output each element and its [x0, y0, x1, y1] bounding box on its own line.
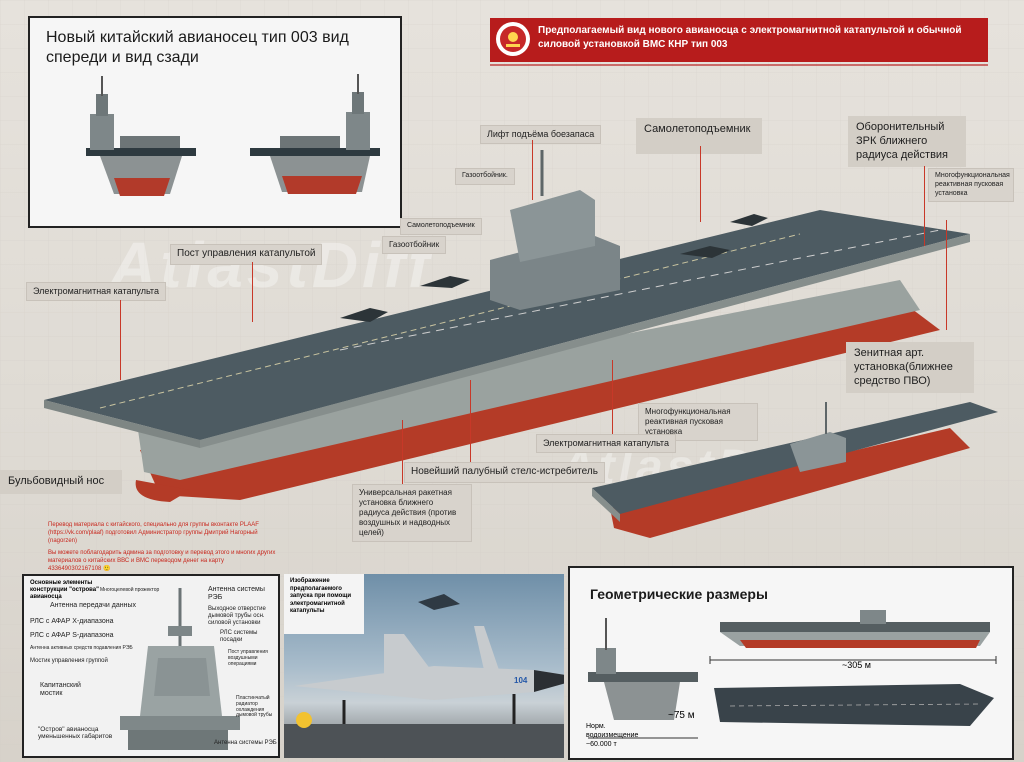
label-catapult-control: Пост управления катапультой [170, 244, 323, 265]
credits-line-1: Перевод материала с китайского, специаль… [48, 522, 259, 528]
island-panel: Основные элементы конструкции "острова" … [22, 574, 280, 758]
island-label-jamming-antenna: Антенна активных средств подавления РЭБ [30, 645, 133, 651]
title-banner: Предполагаемый вид нового авианосца с эл… [490, 18, 988, 62]
label-em-catapult: Электромагнитная катапульта [26, 282, 166, 302]
main-carrier-illustration [44, 150, 970, 502]
leader-line [252, 262, 253, 322]
leader-line [700, 146, 701, 222]
label-bulbous-bow: Бульбовидный нос [0, 470, 122, 494]
island-label-ew-antenna-bottom: Антенна системы РЭБ [214, 740, 277, 746]
island-illustration [120, 588, 240, 750]
navy-emblem-icon [496, 22, 530, 56]
island-label-searchlight: Многоцелевой прожектор [100, 587, 160, 593]
island-panel-title: Основные элементы конструкции "острова" … [30, 580, 99, 601]
island-label-landing-radar: РЛС системы посадки [220, 630, 258, 643]
geometry-title: Геометрические размеры [590, 586, 768, 602]
credits-line-6: 4336490302167108 🙂 [48, 566, 111, 572]
geometry-displacement: Норм. водоизмещение ~60.000 т [586, 723, 639, 749]
label-em-catapult-mid: Электромагнитная катапульта [536, 434, 676, 454]
label-multi-launcher-right: Многофункциональная реактивная пусковая … [928, 168, 1014, 203]
island-label-flag-bridge: Мостик управления группой [30, 658, 108, 664]
island-label-x-band-radar: РЛС с АФАР X-диапазона [30, 618, 114, 625]
front-rear-view-title: Новый китайский авианосец тип 003 вид сп… [46, 29, 349, 66]
island-label-captain-bridge: Капитанский мостик [40, 682, 81, 698]
label-ammo-lift: Лифт подъёма боезапаса [480, 125, 602, 145]
second-carrier-illustration [592, 402, 998, 538]
fighter-tail-number: 104 [514, 676, 528, 685]
island-label-funnel-outlet: Выходное отверстие дымовой трубы осн. си… [208, 606, 266, 626]
island-label-datalink-antenna: Антенна передачи данных [50, 602, 137, 609]
credits-line-2: (https://vk.com/plaaf) подготовил Админи… [48, 530, 258, 536]
leader-line [402, 420, 403, 484]
geometry-length: ~305 м [842, 660, 871, 670]
label-deflector-2: Газоотбойник [382, 236, 447, 254]
label-universal-launcher: Универсальная ракетная установка ближнег… [352, 484, 472, 542]
label-aa-gun: Зенитная арт. установка(ближнее средство… [846, 342, 974, 394]
label-stealth-fighter: Новейший палубный стелс-истребитель [404, 462, 605, 483]
leader-line [470, 380, 471, 462]
leader-line [946, 220, 947, 330]
launch-panel: Изображение предполагаемого запуска при … [284, 574, 564, 758]
credits-line-5: материалов о китайских ВВС и ВМС перевод… [48, 558, 224, 564]
launch-caption: Изображение предполагаемого запуска при … [290, 578, 352, 614]
island-label-air-ops-post: Пост управления воздушными операциями [228, 649, 268, 667]
banner-title: Предполагаемый вид нового авианосца с эл… [538, 25, 962, 50]
banner-underline [490, 64, 988, 66]
leader-line [532, 140, 533, 200]
leader-line [120, 300, 121, 380]
island-label-reduced-island: "Остров" авианосца уменьшенных габаритов [38, 726, 113, 741]
front-rear-view-panel: Новый китайский авианосец тип 003 вид сп… [28, 16, 402, 228]
label-aircraft-lift-small: Самолетоподъемник [400, 218, 482, 235]
leader-line [612, 360, 613, 434]
label-ciws: Оборонительный ЗРК ближнего радиуса дейс… [848, 116, 966, 168]
fighter-launch-illustration [284, 594, 564, 758]
credits-line-4: Вы можете поблагодарить админа за подгот… [48, 550, 276, 556]
label-deflector-1: Газоотбойник. [455, 168, 515, 185]
credits-line-3: (nagorzen) [48, 538, 78, 544]
geometry-beam: ~75 м [668, 710, 695, 721]
front-rear-ship-illustration [86, 74, 380, 196]
island-label-radiator: Пластинчатый радиатор охлаждения дымовой… [236, 695, 273, 719]
island-label-ew-antenna-top: Антенна системы РЭБ [208, 586, 265, 602]
leader-line [924, 166, 925, 246]
island-label-s-band-radar: РЛС с АФАР S-диапазона [30, 632, 114, 639]
geometry-panel: Геометрические размеры ~305 м ~75 м Норм… [568, 566, 1014, 760]
label-aircraft-lift: Самолетоподъемник [636, 118, 762, 154]
launch-caption-box: Изображение предполагаемого запуска при … [284, 574, 364, 634]
geometry-illustration [588, 610, 997, 739]
